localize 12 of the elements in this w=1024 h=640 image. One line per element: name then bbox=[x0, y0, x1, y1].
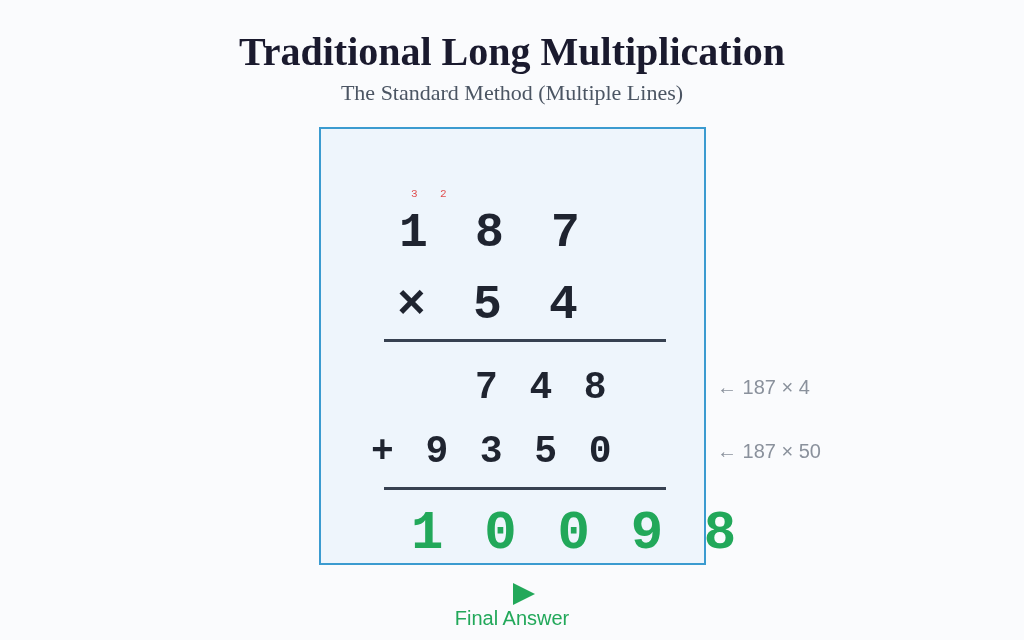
step-note: ← 187 × 50 bbox=[717, 441, 821, 461]
partial-product: 7 4 8 bbox=[475, 369, 612, 407]
diagram-title: Traditional Long Multiplication bbox=[238, 28, 786, 75]
partial-product: + 9 3 5 0 bbox=[371, 433, 616, 471]
carry-digit: 2 bbox=[440, 189, 447, 200]
subtitle: The Standard Method (Multiple Lines) bbox=[339, 82, 685, 104]
step-note: ← 187 × 4 bbox=[717, 377, 810, 397]
final-product: 1 0 0 9 8 bbox=[411, 507, 741, 561]
carry-digit: 3 bbox=[411, 189, 418, 200]
multiplier: × 5 4 bbox=[397, 281, 588, 329]
answer-label: Final Answer bbox=[453, 608, 571, 628]
multiplicand: 1 8 7 bbox=[399, 209, 590, 257]
